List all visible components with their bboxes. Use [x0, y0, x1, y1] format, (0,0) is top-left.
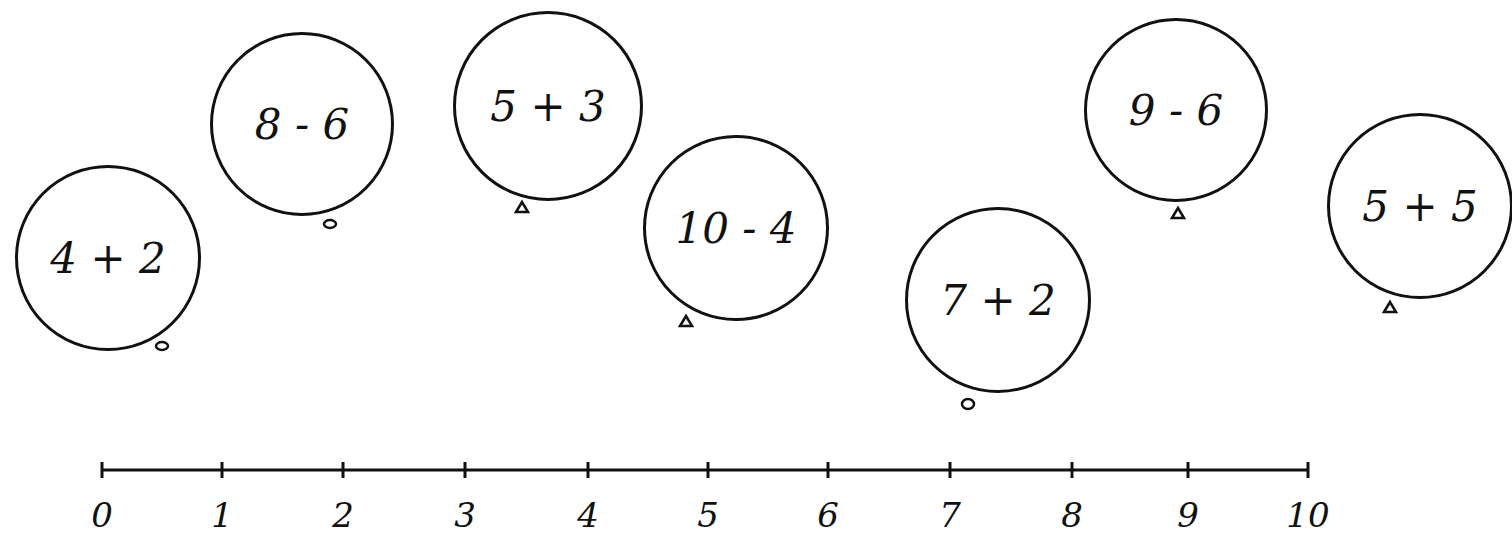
tick-marks [102, 462, 1308, 478]
number-line [102, 469, 1308, 472]
balloon: 5 + 3 [453, 11, 643, 201]
number-label: 6 [817, 495, 839, 535]
balloon: 10 - 4 [643, 135, 829, 321]
balloon-expression: 7 + 2 [940, 276, 1055, 325]
balloon: 7 + 2 [905, 207, 1091, 393]
number-label: 7 [939, 495, 961, 535]
number-label: 10 [1286, 495, 1329, 535]
balloon-expression: 4 + 2 [50, 234, 165, 283]
number-label: 0 [91, 495, 113, 535]
number-label: 3 [454, 495, 476, 535]
balloon-expression: 5 + 5 [1362, 182, 1477, 231]
number-label: 5 [697, 495, 719, 535]
balloon: 8 - 6 [210, 32, 394, 216]
number-label: 2 [332, 495, 354, 535]
balloon-expression: 10 - 4 [675, 204, 796, 253]
number-label: 1 [211, 495, 233, 535]
balloon: 9 - 6 [1084, 18, 1268, 202]
balloon-expression: 9 - 6 [1129, 86, 1223, 135]
balloon-expression: 5 + 3 [490, 82, 605, 131]
balloon-expression: 8 - 6 [255, 100, 349, 149]
number-label: 9 [1177, 495, 1199, 535]
number-label: 8 [1061, 495, 1083, 535]
balloon: 5 + 5 [1327, 113, 1512, 299]
balloon: 4 + 2 [15, 165, 201, 351]
number-label: 4 [577, 495, 599, 535]
